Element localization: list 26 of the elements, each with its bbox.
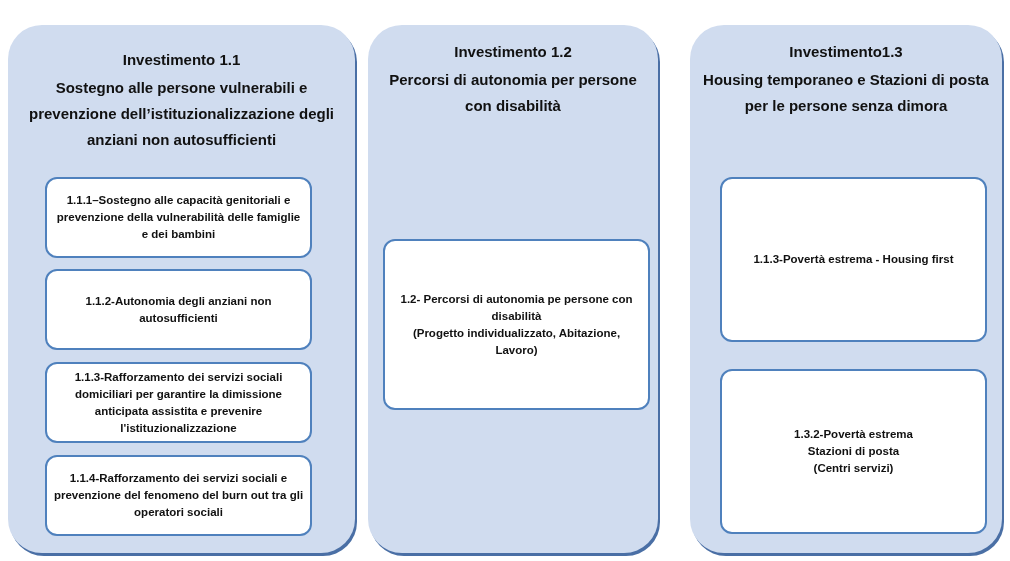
program-box — [720, 369, 987, 534]
box-text: 1.1.4-Rafforzamento dei servizi sociali e prevenzione del fenomeno del burn out tra gli operatori sociali — [53, 471, 304, 520]
box-text: (Progetto individualizzato, Abitazione, Lavoro) — [411, 325, 622, 358]
group-panel — [690, 25, 1002, 553]
box-text: Stazioni di posta — [807, 444, 900, 459]
panel-title: Investimento 1.2 — [453, 42, 573, 62]
group-panel — [368, 25, 658, 553]
box-text: 1.3.2-Povertà estrema — [794, 427, 913, 442]
program-box — [720, 177, 987, 342]
panel-subtitle: Housing temporaneo e Stazioni di posta per le persone senza dimora — [702, 70, 990, 116]
box-text: 1.1.3-Rafforzamento dei servizi sociali domiciliari per garantire la dimissione anticipata assistita e prevenire l'istituzionalizzazione — [73, 369, 284, 436]
program-box — [45, 269, 312, 350]
box-text: 1.1.1–Sostegno alle capacità genitoriali e prevenzione della vulnerabilità delle famiglie e dei bambini — [55, 193, 302, 242]
group-panel — [8, 25, 355, 553]
box-text: 1.2- Percorsi di autonomia pe persone con disabilità — [399, 291, 634, 324]
program-box — [45, 177, 312, 258]
program-box — [45, 455, 312, 536]
program-box — [383, 239, 650, 410]
box-text: 1.1.2-Autonomia degli anziani non autosufficienti — [84, 293, 273, 326]
panel-title: Investimento1.3 — [788, 42, 904, 62]
panel-title: Investimento 1.1 — [121, 50, 242, 70]
panel-subtitle: Percorsi di autonomia per persone con disabilità — [388, 70, 638, 116]
box-text: 1.1.3-Povertà estrema - Housing first — [753, 252, 954, 267]
program-box — [45, 362, 312, 443]
panel-subtitle: Sostegno alle persone vulnerabili e prevenzione dell’istituzionalizzazione degli anziani non autosufficienti — [27, 78, 335, 150]
box-text: (Centri servizi) — [813, 461, 894, 476]
